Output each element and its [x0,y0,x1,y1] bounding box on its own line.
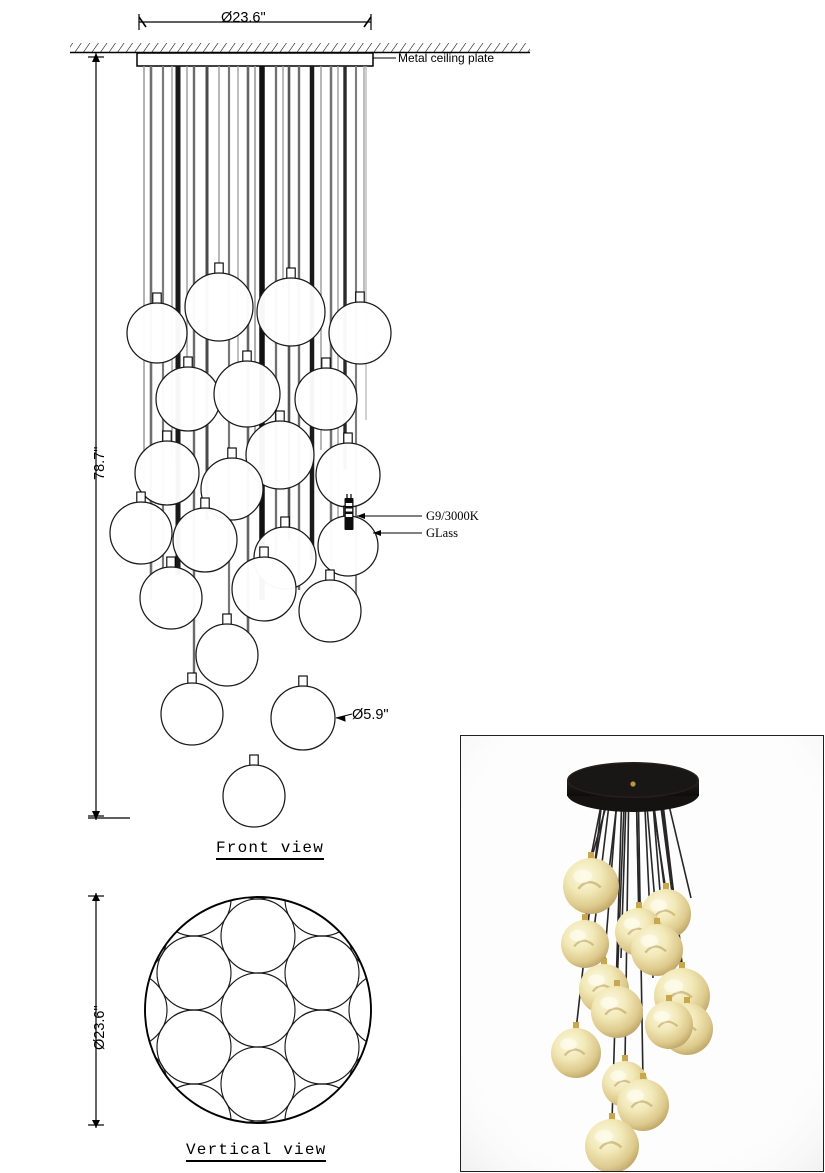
globe-diameter-leader [335,713,353,722]
glass-globe [328,291,392,365]
glass-globe [298,569,362,643]
ceiling-plate-label: Metal ceiling plate [398,51,495,65]
glass-globe [231,546,297,622]
product-photo-render [461,736,823,1171]
height-dimension-label: 78.7" [92,446,108,480]
g9-bulb-detail [344,494,354,530]
glass-globe [245,410,315,490]
glass-globe [155,356,221,432]
glass-globes-front [109,262,392,828]
globe-diameter-label: Ø5.9" [352,707,389,723]
glass-globe [195,613,259,687]
plan-diameter-label: Ø23.6" [92,1005,108,1050]
glass-globe [109,491,173,565]
glass-globe [200,447,264,521]
plan-dimension-line [88,893,104,1128]
glass-globe [213,350,281,428]
glass-globe [172,497,238,573]
glass-globe [184,262,254,342]
glass-globe [294,357,358,431]
plan-view-circles [144,896,372,1124]
glass-globe [315,432,381,508]
lamp-socket-label: G9/3000K [426,509,479,523]
glass-globe [160,672,224,746]
glass-globe [256,267,326,347]
front-view-caption: Front view [216,839,325,860]
glass-globe [134,430,200,506]
shade-material-label: GLass [426,526,458,540]
glass-globe [222,754,286,828]
product-photo [460,735,824,1172]
top-dimension-line [138,14,372,30]
top-diameter-label: Ø23.6" [221,10,266,26]
glass-globe [139,556,203,630]
detail-leaders [357,513,422,536]
vertical-view-caption: Vertical view [186,1141,327,1162]
height-dimension-line [88,53,130,820]
glass-globe [270,675,336,751]
ceiling-plate [136,52,374,67]
glass-globe [126,292,188,364]
